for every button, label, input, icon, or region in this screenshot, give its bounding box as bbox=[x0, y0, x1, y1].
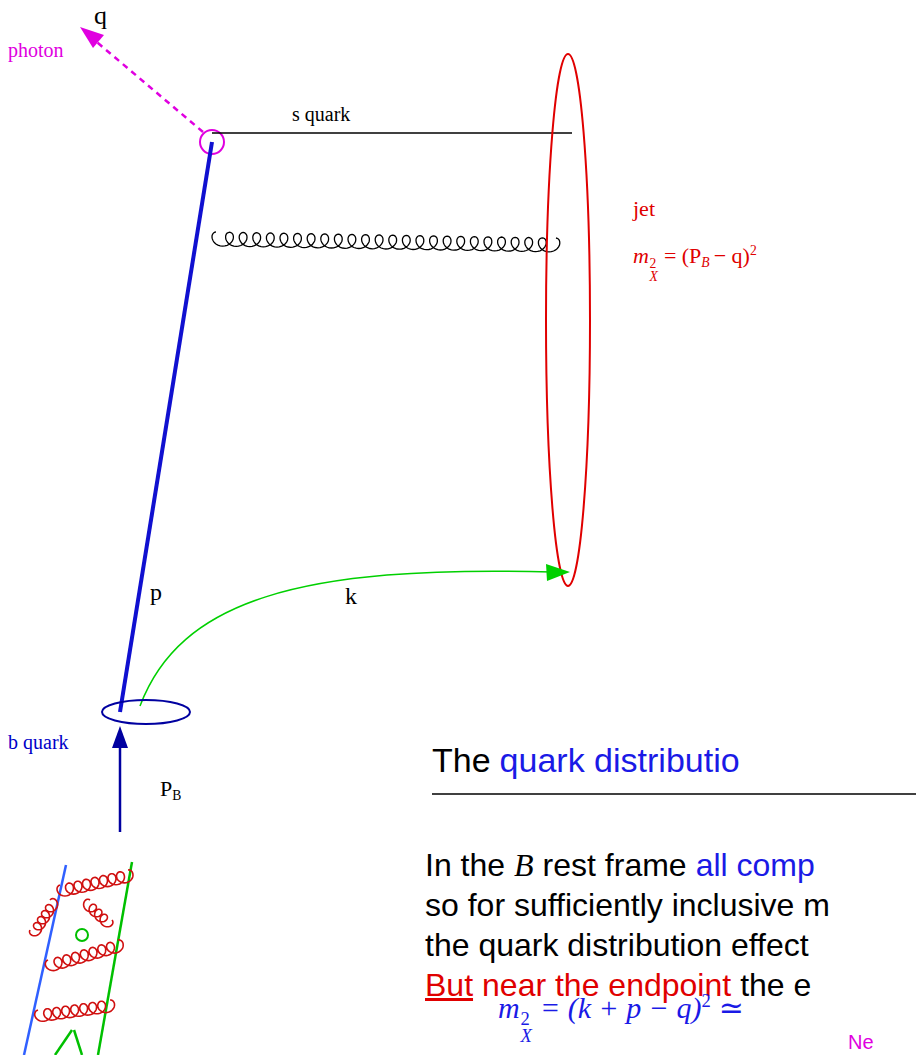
diagram-label: photon bbox=[8, 39, 64, 61]
text-line: jet bbox=[633, 196, 655, 222]
meson-momentum-line bbox=[119, 745, 122, 832]
diagram-label: m bbox=[498, 991, 520, 1024]
diagram-label: k bbox=[345, 583, 357, 609]
hadron-gluons bbox=[30, 870, 134, 1021]
diagram-label: b quark bbox=[8, 731, 69, 753]
text-line: photon bbox=[8, 38, 64, 62]
gluon-coil bbox=[45, 940, 123, 971]
sea-quark-line bbox=[74, 1030, 82, 1055]
text-line: s quark bbox=[292, 102, 350, 126]
b-quark-line bbox=[120, 142, 212, 712]
light-quark-line bbox=[140, 571, 552, 706]
gluon-coil bbox=[35, 1000, 115, 1021]
diagram-label: 2 bbox=[650, 258, 658, 271]
jet-ellipse bbox=[546, 54, 590, 586]
diagram-label: ≃ bbox=[719, 991, 744, 1024]
gluon-line bbox=[212, 232, 560, 252]
diagram-label: q bbox=[94, 1, 107, 30]
text-line: p bbox=[150, 578, 162, 607]
meson-momentum-arrowhead bbox=[112, 726, 128, 748]
heading-rule bbox=[432, 793, 916, 795]
diagram-label: jet bbox=[633, 196, 655, 221]
gluon-coil bbox=[30, 899, 58, 936]
slide-text: B bbox=[514, 847, 534, 883]
text-line: so for sufficiently inclusive m bbox=[425, 886, 830, 924]
text-line: In theBrest frameall comp bbox=[425, 846, 815, 884]
text-line: m2X= (k + p − q)2≃ bbox=[498, 990, 744, 1045]
text-line: the quark distribution effect bbox=[425, 926, 809, 964]
diagram-label: − q) bbox=[714, 243, 750, 268]
quark-line bbox=[98, 862, 132, 1055]
slide-text: quark distributio bbox=[500, 741, 740, 779]
diagram-label: s quark bbox=[292, 103, 350, 125]
slide-text: so for sufficiently inclusive m bbox=[425, 887, 830, 923]
sea-quark-line bbox=[55, 1030, 72, 1055]
gluon-coil bbox=[84, 899, 113, 927]
diagram-label: Ne bbox=[848, 1031, 874, 1053]
slide-text: all comp bbox=[696, 847, 815, 883]
slide-text: The bbox=[432, 741, 491, 779]
diagram-label: B bbox=[172, 788, 181, 803]
photon-arrowhead bbox=[80, 27, 104, 48]
text-line: Thequark distributio bbox=[432, 740, 740, 781]
diagram-label: 2 bbox=[750, 243, 757, 258]
diagram-label: = (P bbox=[664, 243, 701, 268]
script-stack: 2X bbox=[521, 1010, 532, 1045]
slide-text: rest frame bbox=[543, 847, 687, 883]
diagram-label: p bbox=[150, 579, 162, 605]
text-line: q bbox=[94, 0, 107, 31]
text-line: m2X= (PB− q)2 bbox=[633, 243, 757, 284]
meson-ellipse bbox=[102, 700, 190, 724]
text-line: Ne bbox=[848, 1030, 874, 1054]
gluon-coil bbox=[57, 870, 133, 896]
diagram-label: P bbox=[160, 776, 172, 801]
slide-text: In the bbox=[425, 847, 505, 883]
photon-line bbox=[92, 38, 203, 132]
diagram-label: B bbox=[701, 255, 709, 270]
text-line: k bbox=[345, 582, 357, 611]
diagram-label: 2 bbox=[701, 990, 710, 1011]
slide-text: the e bbox=[740, 967, 811, 1003]
diagram-label: m bbox=[633, 243, 649, 268]
slide-text: But bbox=[425, 967, 473, 1003]
light-quark-arrowhead bbox=[546, 564, 570, 581]
quark-loop bbox=[76, 929, 88, 941]
s-quark-line bbox=[212, 132, 572, 134]
diagram-label: = (k + p − q) bbox=[540, 991, 702, 1024]
slide-text: the quark distribution effect bbox=[425, 927, 809, 963]
diagram-label: X bbox=[521, 1027, 532, 1045]
script-stack: 2X bbox=[650, 258, 658, 284]
diagram-label: 2 bbox=[521, 1010, 532, 1028]
text-line: b quark bbox=[8, 730, 69, 754]
diagram-label: X bbox=[650, 271, 658, 284]
text-line: PB bbox=[160, 776, 181, 804]
